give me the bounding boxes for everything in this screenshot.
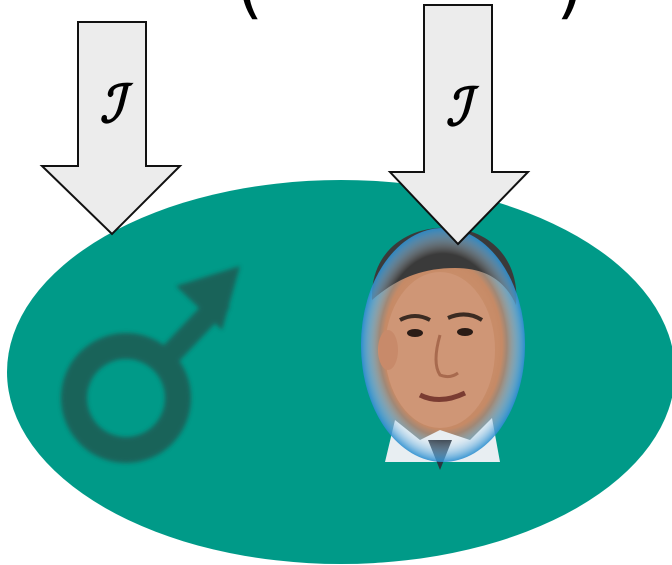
right-down-arrow: ℐ: [387, 4, 531, 246]
left-parenthesis: (: [236, 0, 263, 27]
left-down-arrow: ℐ: [39, 21, 183, 236]
male-symbol-icon: [61, 266, 240, 463]
teal-ellipse: [7, 180, 672, 564]
right-parenthesis: ): [556, 0, 583, 27]
portrait-photo: [361, 227, 525, 470]
